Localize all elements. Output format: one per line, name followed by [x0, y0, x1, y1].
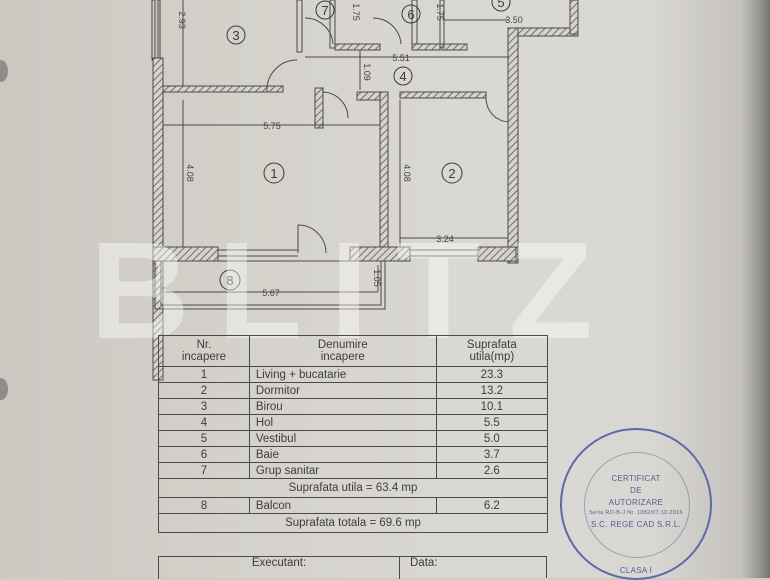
- dim-hall-height: 1.09: [362, 63, 372, 81]
- row-name: Dormitor: [248, 382, 437, 399]
- row-nr: 2: [158, 382, 250, 399]
- row-name: Birou: [248, 398, 437, 415]
- row-area: 10.1: [435, 398, 549, 415]
- row-area: 3.7: [435, 446, 549, 463]
- room-7-number: 7: [321, 3, 328, 18]
- dim-room6-height: 1.75: [435, 3, 445, 21]
- row-nr: 6: [158, 446, 250, 463]
- row-nr: 5: [158, 430, 250, 447]
- row-nr: 7: [158, 462, 250, 479]
- row-nr: 3: [158, 398, 250, 415]
- stamp-line: S.C. REGE CAD S.R.L.: [590, 520, 682, 529]
- date-label: Data:: [410, 557, 438, 569]
- useful-total-row: Suprafata utila = 63.4 mp: [158, 478, 548, 498]
- useful-total: Suprafata utila = 63.4 mp: [158, 478, 548, 498]
- row-area: 2.6: [435, 462, 549, 479]
- dim-room3-height: 2.93: [177, 11, 187, 29]
- row-name: Hol: [248, 414, 437, 431]
- executant-cell: Executant:: [158, 556, 400, 579]
- dim-balcony-depth: 1.05: [372, 269, 382, 287]
- authorization-stamp: CERTIFICAT DE AUTORIZARE Seria RO-B-J Nr…: [560, 428, 712, 580]
- row-area: 23.3: [435, 366, 549, 383]
- stamp-line: CERTIFICAT: [611, 474, 661, 483]
- dim-room7-height: 1.75: [351, 3, 361, 21]
- punch-hole: [0, 60, 8, 82]
- room-6-number: 6: [407, 7, 414, 22]
- executant-label: Executant:: [251, 557, 307, 569]
- dim-balcony-width: 5.67: [262, 288, 280, 298]
- dim-room1-height: 4.08: [185, 164, 195, 182]
- row-area: 5.0: [435, 430, 549, 447]
- signature-row: Executant: Data:: [158, 556, 550, 579]
- row-name: Balcon: [248, 497, 437, 514]
- grand-total: Suprafata totala = 69.6 mp: [158, 513, 548, 533]
- room-1-number: 1: [270, 166, 277, 181]
- row-nr: 8: [158, 497, 250, 514]
- room-2-number: 2: [448, 166, 455, 181]
- page-edge-shadow: [742, 0, 770, 578]
- row-area: 6.2: [435, 497, 549, 514]
- stamp-line: AUTORIZARE: [608, 498, 664, 507]
- room-8-number: 8: [226, 273, 233, 288]
- row-nr: 4: [158, 414, 250, 431]
- stamp-line: Seria RO-B-J Nr. 1082/07.10.2016: [589, 510, 683, 516]
- stamp-line: CLASA I: [619, 566, 653, 575]
- row-name: Vestibul: [248, 430, 437, 447]
- row-name: Grup sanitar: [248, 462, 437, 479]
- row-name: Baie: [248, 446, 437, 463]
- dim-room1-width: 5.75: [263, 121, 281, 131]
- room-4-number: 4: [399, 69, 406, 84]
- row-nr: 1: [158, 366, 250, 383]
- header-nr: Nr.incapere: [158, 335, 250, 367]
- row-area: 5.5: [435, 414, 549, 431]
- grand-total-row: Suprafata totala = 69.6 mp: [158, 513, 548, 533]
- stamp-inner-ring: [584, 452, 690, 558]
- row-area: 13.2: [435, 382, 549, 399]
- row-name: Living + bucatarie: [248, 366, 437, 383]
- punch-hole: [0, 378, 8, 400]
- dim-room2-width: 3.24: [436, 234, 454, 244]
- room-5-number: 5: [497, 0, 504, 10]
- dim-room2-height: 4.08: [402, 164, 412, 182]
- dim-room5-width: 3.50: [505, 15, 523, 25]
- dim-hall-width: 5.51: [392, 53, 410, 63]
- stamp-line: DE: [630, 486, 642, 495]
- date-cell: Data:: [399, 556, 547, 578]
- room-3-number: 3: [232, 28, 239, 43]
